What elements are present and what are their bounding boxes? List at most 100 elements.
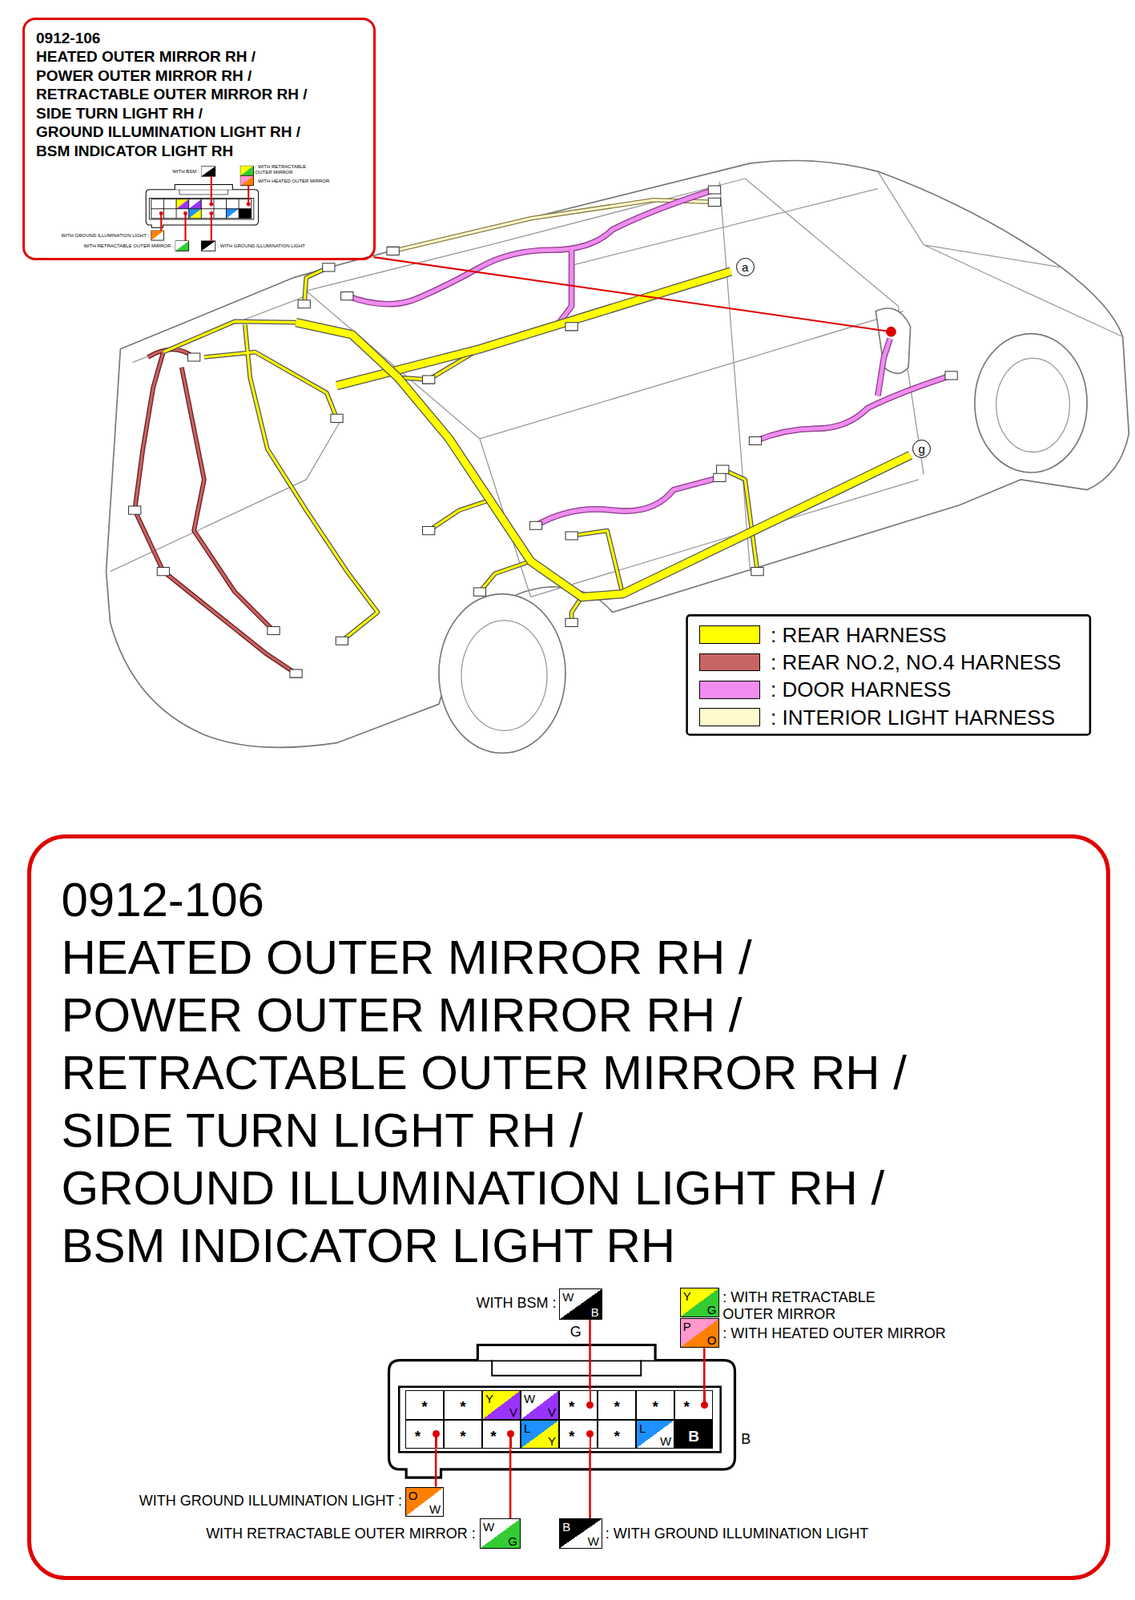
pin-code: * xyxy=(482,1420,504,1449)
pin-code: * xyxy=(636,1391,674,1420)
rear-harness-trunk xyxy=(337,271,732,387)
callout-leader xyxy=(373,257,891,332)
legend-swatch xyxy=(699,708,761,727)
wire-color-swatch: WB xyxy=(559,1288,603,1320)
legend-text: : REAR HARNESS xyxy=(770,624,947,646)
connector-pin: * xyxy=(635,1390,675,1421)
option-note: : WITH HEATED OUTER MIRROR xyxy=(722,1325,946,1343)
wire-color-code: W xyxy=(523,1392,536,1405)
wire-color-code: G xyxy=(570,1324,582,1341)
option-note: WITH GROUND ILLUMINATION LIGHT : xyxy=(61,233,149,239)
wire-color-code: W xyxy=(562,1291,574,1304)
connector-pin: B xyxy=(674,1420,713,1450)
connector-pin: YV xyxy=(482,1390,521,1421)
part-number: 0912-106 xyxy=(36,28,101,49)
location-dot xyxy=(885,326,897,338)
wire-color-code: W xyxy=(587,1535,600,1548)
wire-color-code: O xyxy=(408,1489,419,1502)
pin-leader-line xyxy=(588,1448,592,1519)
wire-color-swatch: OW xyxy=(405,1487,444,1518)
connector-pin: LY xyxy=(520,1420,560,1450)
harness-outline xyxy=(134,349,296,674)
component-name: RETRACTABLE OUTER MIRROR RH / xyxy=(60,1044,907,1103)
pin-dot xyxy=(432,1430,440,1438)
option-note: WITH BSM : xyxy=(172,169,199,175)
legend-item: : DOOR HARNESS xyxy=(699,677,952,702)
legend-item: : REAR NO.2, NO.4 HARNESS xyxy=(699,650,1062,675)
connector-pin: * xyxy=(597,1390,636,1421)
part-number: 0912-106 xyxy=(60,871,265,930)
rear-wheel xyxy=(438,594,566,754)
component-name: POWER OUTER MIRROR RH / xyxy=(36,66,252,86)
connector-pin: * xyxy=(443,1420,483,1450)
connector-pin: * xyxy=(482,1420,521,1450)
option-note: : WITH RETRACTABLE OUTER MIRROR xyxy=(722,1289,895,1324)
connector-pin: WV xyxy=(520,1390,560,1421)
legend-item: : INTERIOR LIGHT HARNESS xyxy=(699,705,1055,730)
connector-pin: * xyxy=(597,1420,636,1450)
pin-code: * xyxy=(444,1391,482,1420)
legend-swatch xyxy=(699,625,761,644)
wire-color-code: W xyxy=(482,1521,495,1534)
wire-color-code: L xyxy=(523,1422,531,1435)
mini-detail xyxy=(151,165,254,251)
scaled-drawing xyxy=(106,160,1130,1478)
wire-color-code: O xyxy=(707,1334,717,1347)
option-note: WITH GROUND ILLUMINATION LIGHT : xyxy=(139,1493,403,1510)
connector-pin: * xyxy=(405,1420,444,1450)
pin-leader-line xyxy=(509,1448,512,1519)
car-panel-lines xyxy=(110,171,1123,597)
mini-connector xyxy=(145,165,258,251)
connector-pin: * xyxy=(443,1390,483,1421)
option-note: WITH RETRACTABLE OUTER MIRROR : xyxy=(83,243,174,250)
wire-color-swatch: BW xyxy=(559,1518,603,1550)
wire-color-code: V xyxy=(509,1406,518,1419)
component-name: RETRACTABLE OUTER MIRROR RH / xyxy=(36,84,307,105)
option-note: : WITH GROUND ILLUMINATION LIGHT xyxy=(605,1525,870,1543)
wire-color-code: G xyxy=(707,1304,717,1317)
pin-dot xyxy=(586,1430,594,1438)
option-note: WITH RETRACTABLE OUTER MIRROR : xyxy=(205,1525,476,1543)
option-note: WITH BSM : xyxy=(475,1295,556,1313)
wire-color-swatch: PO xyxy=(680,1318,721,1349)
component-name: BSM INDICATOR LIGHT RH xyxy=(60,1217,676,1276)
connector-pin: * xyxy=(559,1390,598,1421)
pin-code: * xyxy=(559,1420,584,1449)
wire-color-code: B xyxy=(562,1521,571,1534)
wire-color-code: Y xyxy=(485,1392,494,1405)
callout-letter: a xyxy=(741,261,749,274)
component-name: SIDE TURN LIGHT RH / xyxy=(36,104,203,124)
wire-color-code: W xyxy=(660,1435,672,1448)
wire-color-swatch: WG xyxy=(479,1518,521,1550)
option-note: : WITH HEATED OUTER MIRROR xyxy=(255,178,331,185)
pin-code: * xyxy=(406,1420,430,1449)
pin-code: * xyxy=(598,1391,636,1420)
component-panel: 0912-106HEATED OUTER MIRROR RH /POWER OU… xyxy=(27,834,1111,1580)
connector-pin: * xyxy=(405,1390,444,1421)
component-callout: 0912-106HEATED OUTER MIRROR RH /POWER OU… xyxy=(22,17,376,261)
rear-no2-harness xyxy=(134,349,296,674)
legend-swatch xyxy=(699,680,761,700)
component-name: GROUND ILLUMINATION LIGHT RH / xyxy=(36,122,301,142)
wire-color-code: V xyxy=(547,1406,556,1419)
pin-code: * xyxy=(559,1391,584,1420)
wire-color-swatch: YG xyxy=(680,1287,721,1318)
car-body xyxy=(106,160,1130,748)
component-name: HEATED OUTER MIRROR RH / xyxy=(36,47,256,67)
connector-pin: LW xyxy=(635,1420,675,1450)
legend-text: : REAR NO.2, NO.4 HARNESS xyxy=(770,652,1062,673)
callout-letter: g xyxy=(917,442,925,455)
callout-letter-circle: a xyxy=(736,257,755,277)
component-name: BSM INDICATOR LIGHT RH xyxy=(36,141,234,161)
pin-code: B xyxy=(675,1420,713,1449)
connector-pin: * xyxy=(674,1390,713,1421)
connector-housing xyxy=(389,1345,736,1479)
pin-dot xyxy=(586,1401,594,1409)
component-name: HEATED OUTER MIRROR RH / xyxy=(60,929,752,987)
component-name: GROUND ILLUMINATION LIGHT RH / xyxy=(60,1159,885,1218)
connector-pin: * xyxy=(559,1420,598,1450)
harness-outline xyxy=(296,322,911,598)
rear-harness-trunk xyxy=(296,322,911,598)
legend-text: : DOOR HARNESS xyxy=(770,679,951,701)
